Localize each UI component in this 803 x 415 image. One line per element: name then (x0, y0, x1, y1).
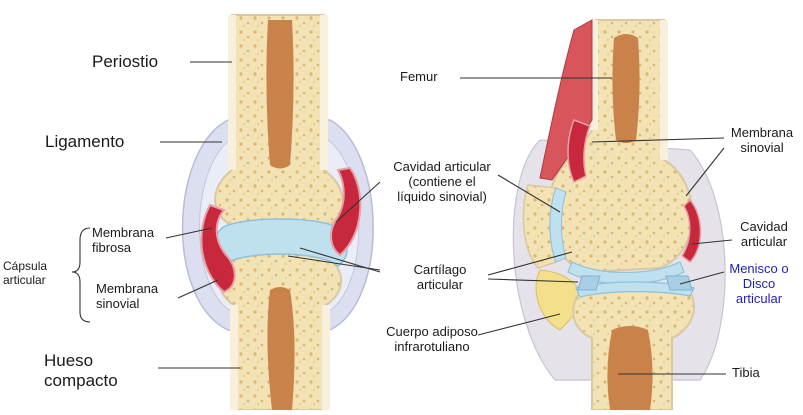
label-capsula-articular: Cápsula articular (3, 260, 67, 288)
label-cartilago-articular: Cartílago articular (400, 263, 480, 293)
label-membrana-sinovial-right: Membrana sinovial (726, 126, 798, 156)
label-cavidad-articular-center: Cavidad articular (contiene el líquido s… (392, 160, 492, 205)
periosteum-left-upper (228, 15, 236, 170)
label-femur: Femur (400, 70, 438, 85)
marrow-femur (612, 34, 639, 143)
marrow-tibia (607, 326, 652, 410)
label-ligamento: Ligamento (45, 132, 124, 152)
label-membrana-fibrosa: Membrana fibrosa (92, 226, 172, 256)
label-tibia: Tibia (732, 366, 760, 381)
marrow-upper-left (266, 20, 293, 169)
left-joint (183, 15, 374, 410)
label-hueso-compacto: Hueso compacto (44, 351, 144, 390)
label-periostio: Periostio (92, 52, 158, 72)
label-menisco: Menisco o Disco articular (728, 262, 790, 307)
label-membrana-sinovial-left: Membrana sinovial (96, 282, 176, 312)
label-cavidad-articular-right: Cavidad articular (732, 220, 796, 250)
marrow-lower-left (267, 287, 294, 410)
label-cuerpo-adiposo: Cuerpo adiposo infrarotuliano (380, 325, 484, 355)
